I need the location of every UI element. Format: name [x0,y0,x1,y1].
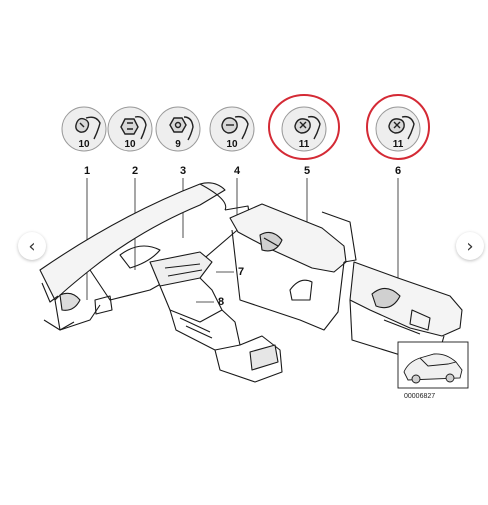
chevron-left-icon: ‹ [28,235,36,257]
callout-8[interactable]: 8 [218,296,224,308]
part-qty-label: 10 [226,139,238,150]
callout-5[interactable]: 5 [304,165,310,177]
part-qty-label: 10 [124,139,136,150]
part-qty-label: 10 [78,139,90,150]
callout-6[interactable]: 6 [395,165,401,177]
callout-1[interactable]: 1 [84,165,90,177]
callout-7[interactable]: 7 [238,266,244,278]
part-icon-5[interactable]: 11 [268,94,340,160]
callout-3[interactable]: 3 [180,165,186,177]
next-arrow-button[interactable]: › [456,232,484,260]
part-icon-6[interactable]: 11 [366,94,430,160]
part-icon-3[interactable]: 9 [155,106,201,152]
nut-icon [169,116,194,141]
clip-icon [388,115,415,140]
part-icon-2[interactable]: 10 [107,106,153,152]
clip-icon [120,115,147,140]
dashboard-drawing [39,182,283,383]
clip-icon [75,116,101,140]
part-icon-4[interactable]: 10 [209,106,255,152]
part-icon-1[interactable]: 10 [61,106,107,152]
callout-2[interactable]: 2 [132,165,138,177]
clip-icon [294,115,321,140]
part-qty-label: 11 [393,139,404,150]
clip-icon [221,115,249,140]
part-qty-label: 11 [299,139,310,150]
part-qty-label: 9 [175,139,181,150]
highlight-ring [366,94,430,160]
diagram-id: 00006827 [404,393,435,400]
highlight-ring [268,94,340,160]
car-inset [397,341,469,389]
previous-arrow-button[interactable]: ‹ [18,232,46,260]
chevron-right-icon: › [466,235,474,257]
callout-4[interactable]: 4 [234,165,241,177]
door-trim-drawing [229,203,463,359]
